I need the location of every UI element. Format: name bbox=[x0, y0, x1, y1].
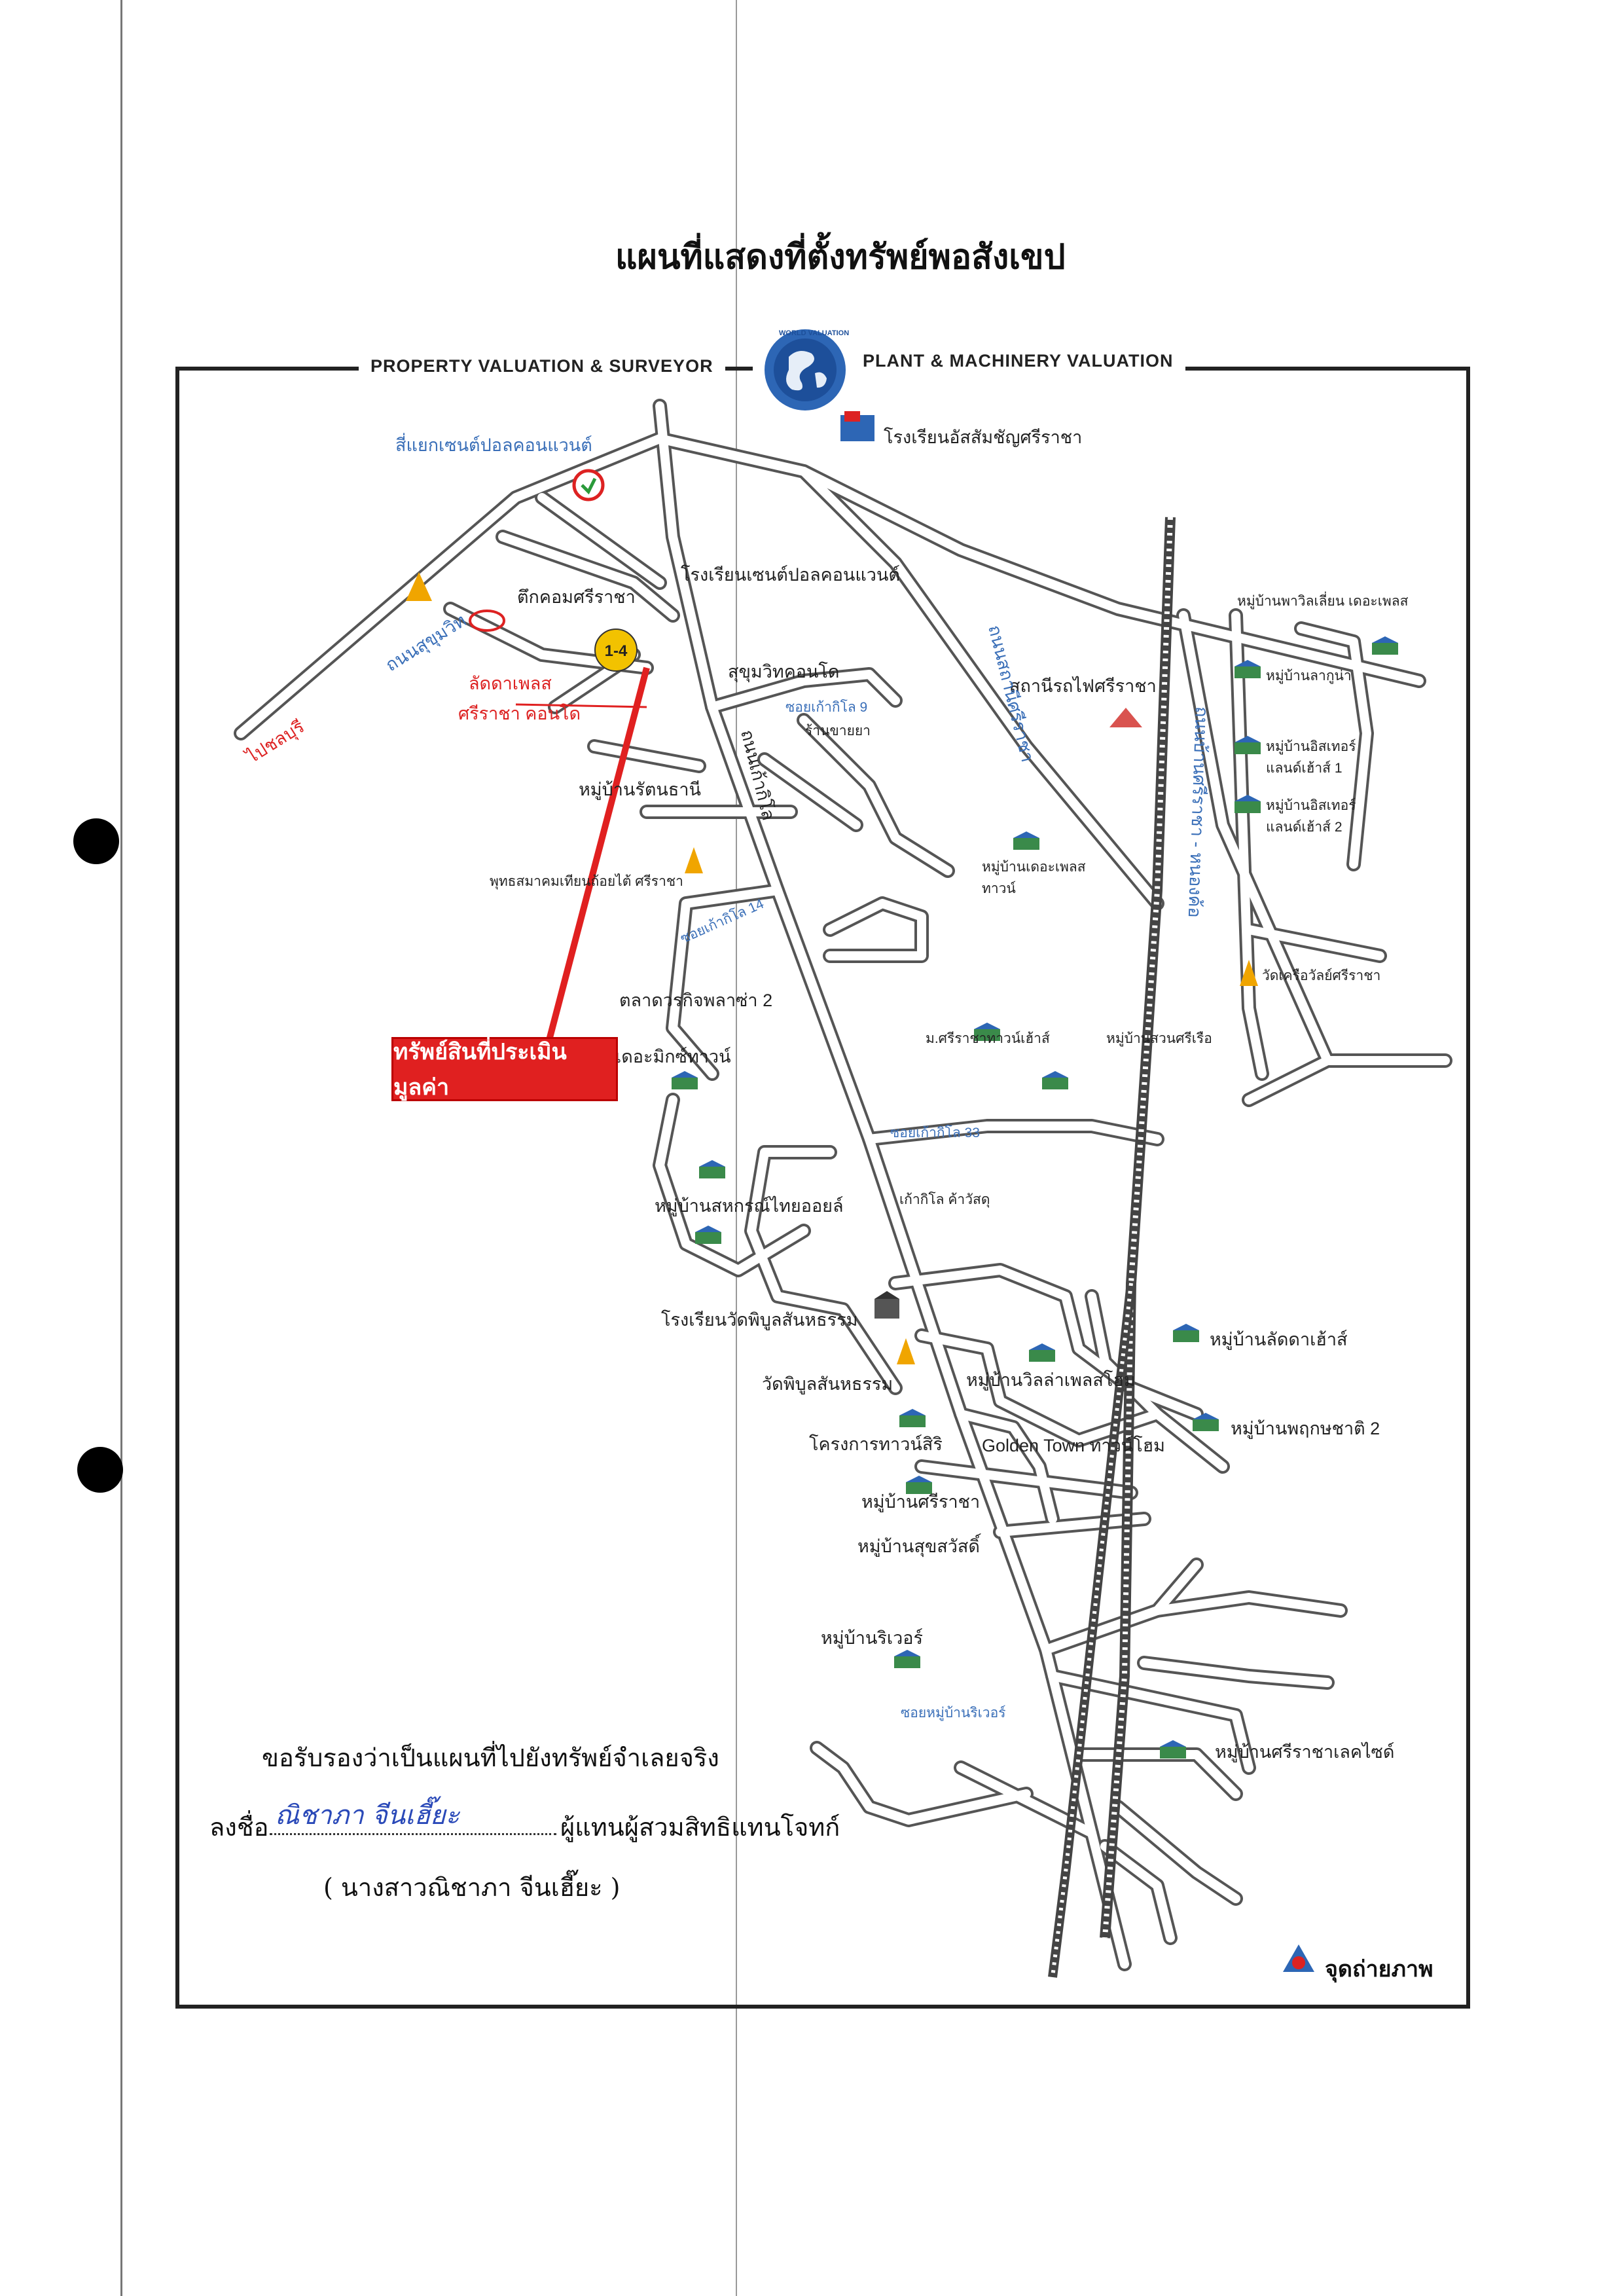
label-school-assumption: โรงเรียนอัสสัมชัญศรีราชา bbox=[884, 428, 1083, 447]
school-wat-icon bbox=[874, 1291, 899, 1319]
label-temple-right: วัดเครือวัลย์ศรีราชา bbox=[1262, 968, 1381, 983]
punch-hole-bottom bbox=[77, 1447, 123, 1493]
camera-point-label: จุดถ่ายภาพ bbox=[1325, 1957, 1433, 1982]
label-lakeside-place-2: ศรีราชา คอนโด bbox=[458, 704, 581, 723]
temple-icon bbox=[685, 847, 703, 873]
village-icon bbox=[894, 1650, 920, 1668]
page-title: แผนที่แสดงที่ตั้งทรัพย์พอสังเขป bbox=[615, 237, 1066, 277]
label-junction-st-paul: สี่แยกเซนต์ปอลคอนแวนต์ bbox=[395, 435, 592, 455]
village-icon bbox=[1235, 795, 1261, 813]
binding-margin-line bbox=[120, 0, 122, 2296]
seven-eleven-icon bbox=[572, 469, 605, 501]
railway-line bbox=[1048, 517, 1176, 1978]
header-right: PLANT & MACHINERY VALUATION bbox=[851, 351, 1185, 371]
label-sukhumvit-condo: สุขุมวิทคอนโด bbox=[728, 662, 840, 682]
fold-line bbox=[736, 0, 737, 2296]
village-icon bbox=[974, 1023, 1000, 1041]
world-valuation-logo: WORLD VALUATION bbox=[753, 321, 857, 419]
printed-name: ( นางสาวณิชาภา จีนเฮี๊ยะ ) bbox=[323, 1873, 621, 1902]
label-market-2: ตลาดวรกิจพลาซ่า 2 bbox=[619, 991, 773, 1010]
label-villa-place: หมู่บ้านวิลล่าเพลสโฮม bbox=[966, 1370, 1136, 1390]
bank-icon bbox=[406, 572, 432, 601]
label-soi-33: ซอยเก้ากิโล 33 bbox=[890, 1125, 980, 1140]
label-wat-phibun: วัดพิบูลสันหธรรม bbox=[762, 1374, 893, 1394]
label-sriracha-town: ม.ศรีราชาทาวน์เฮ้าส์ bbox=[926, 1031, 1050, 1046]
label-lakeside-place-1: ลัดดาเพลส bbox=[469, 674, 552, 693]
village-icon bbox=[1235, 736, 1261, 754]
signer-role: ผู้แทนผู้สวมสิทธิแทนโจทก์ bbox=[560, 1813, 840, 1842]
property-callout: ทรัพย์สินที่ประเมินมูลค่า bbox=[391, 1037, 618, 1101]
temple-wat-icon bbox=[897, 1338, 915, 1364]
certification-text: ขอรับรองว่าเป็นแผนที่ไปยังทรัพย์จำเลยจริ… bbox=[262, 1743, 719, 1772]
label-rivervale: หมู่บ้านริเวอร์ bbox=[821, 1628, 923, 1648]
signature: ณิชาภา จีนเฮี๊ยะ bbox=[275, 1800, 460, 1831]
village-icon bbox=[695, 1226, 721, 1244]
village-icon bbox=[1160, 1740, 1186, 1758]
toyota-icon bbox=[469, 610, 505, 632]
road-network bbox=[234, 399, 1452, 1978]
village-icon bbox=[1372, 636, 1398, 655]
village-icon bbox=[1235, 660, 1261, 678]
village-icon bbox=[699, 1160, 725, 1178]
label-sahakorn: หมู่บ้านสหกรณ์ไทยออยล์ bbox=[655, 1196, 844, 1216]
label-sriracha-lake: หมู่บ้านศรีราชาเลคไซด์ bbox=[1215, 1742, 1395, 1762]
svg-text:WORLD VALUATION: WORLD VALUATION bbox=[779, 329, 849, 337]
label-school-st-paul: โรงเรียนเซนต์ปอลคอนแวนต์ bbox=[681, 565, 900, 585]
label-the-place-town: หมู่บ้านเดอะเพลส ทาวน์ bbox=[982, 860, 1086, 896]
svg-text:1-4: 1-4 bbox=[605, 642, 628, 660]
label-the-mix-town: เดอะมิกซ์ทาวน์ bbox=[615, 1047, 731, 1066]
label-pharmacy: ร้านขายยา bbox=[805, 723, 871, 738]
label-pruksa-2: หมู่บ้านพฤกษชาติ 2 bbox=[1231, 1419, 1380, 1438]
property-pointer-line bbox=[544, 666, 650, 1049]
village-icon bbox=[672, 1071, 698, 1089]
temple-right-icon bbox=[1240, 960, 1258, 986]
signature-dotted-line bbox=[270, 1833, 556, 1835]
label-village-garden: หมู่บ้านสวนศรีเรือ bbox=[1106, 1031, 1212, 1046]
school-flag-icon bbox=[840, 411, 874, 441]
header-left: PROPERTY VALUATION & SURVEYOR bbox=[359, 356, 725, 376]
village-icon bbox=[1173, 1324, 1199, 1342]
label-sriracha-village: หมู่บ้านศรีราชา bbox=[861, 1492, 981, 1512]
village-icon bbox=[1042, 1071, 1068, 1089]
label-project-town: โครงการทาวน์สิริ bbox=[809, 1434, 943, 1454]
village-icon bbox=[1029, 1343, 1055, 1362]
label-suksawat: หมู่บ้านสุขสวัสดิ์ bbox=[857, 1537, 980, 1556]
village-icon bbox=[906, 1476, 932, 1494]
label-lake-village: หมู่บ้านลากูน่า bbox=[1266, 668, 1352, 683]
label-train-station: สถานีรถไฟศรีราชา bbox=[1009, 676, 1157, 696]
camera-point-icon bbox=[1283, 1944, 1314, 1972]
label-soi-village: ซอยหมู่บ้านริเวอร์ bbox=[901, 1705, 1006, 1721]
label-soi-9: ซอยเก้ากิโล 9 bbox=[785, 700, 868, 715]
label-pavilion: หมู่บ้านพาวิลเลี่ยน เดอะเพลส bbox=[1237, 594, 1409, 609]
village-icon bbox=[899, 1409, 926, 1427]
label-golden-town: Golden Town ทาวน์โฮม bbox=[982, 1436, 1165, 1455]
label-temple-assoc: พุทธสมาคมเทียนถ้อยไต้ ศรีราชา bbox=[490, 874, 683, 889]
marker-1-4-icon: 1-4 bbox=[594, 629, 638, 672]
sign-prefix: ลงชื่อ bbox=[209, 1813, 269, 1842]
village-icon bbox=[1193, 1413, 1219, 1431]
label-building-sriracha: ตึกคอมศรีราชา bbox=[517, 587, 636, 607]
label-village-a2: หมู่บ้านอิสเทอร์ แลนด์เฮ้าส์ 2 bbox=[1266, 798, 1356, 835]
label-ladda-house: หมู่บ้านลัดดาเฮ้าส์ bbox=[1210, 1330, 1348, 1349]
punch-hole-top bbox=[73, 818, 119, 864]
label-school-wat: โรงเรียนวัดพิบูลสันหธรรม bbox=[661, 1310, 858, 1330]
station-icon bbox=[1109, 708, 1142, 727]
label-kaokilo-market: เก้ากิโล ค้าวัสดุ bbox=[899, 1192, 990, 1207]
label-village-a1: หมู่บ้านอิสเทอร์ แลนด์เฮ้าส์ 1 bbox=[1266, 739, 1356, 776]
label-ratanathani: หมู่บ้านรัตนธานี bbox=[579, 780, 701, 799]
village-icon bbox=[1013, 831, 1039, 850]
